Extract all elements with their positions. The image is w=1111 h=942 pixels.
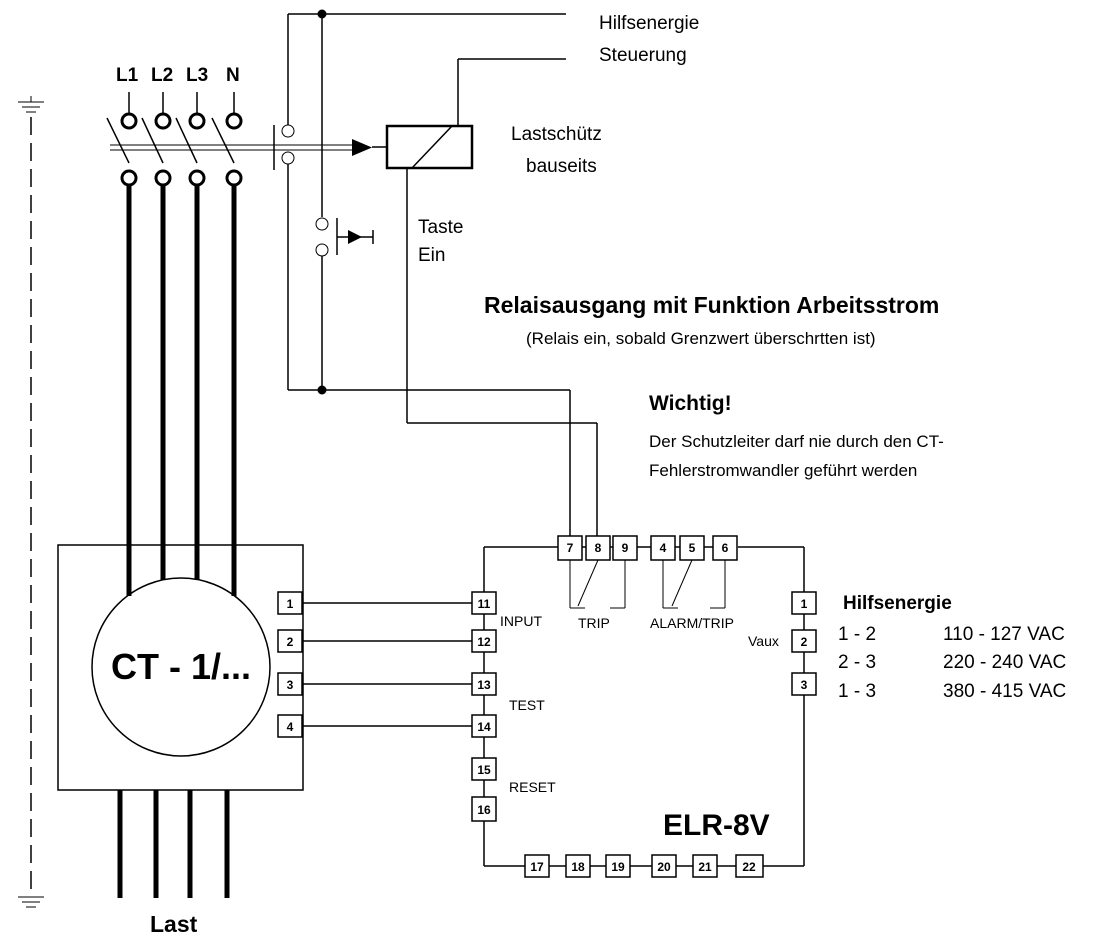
device-name: ELR-8V xyxy=(663,809,770,842)
load-label: Last xyxy=(150,911,198,937)
device-terminal-11: 11 xyxy=(478,597,491,611)
device-terminal-vaux-2: 2 xyxy=(801,635,808,649)
ct-label: CT - 1/... xyxy=(111,646,251,687)
device-terminal-17: 17 xyxy=(530,860,544,874)
important-line-2: Fehlerstromwandler geführt werden xyxy=(649,461,917,480)
label-alarm-trip: ALARM/TRIP xyxy=(650,615,734,631)
important-title: Wichtig! xyxy=(649,392,732,415)
device-terminal-7: 7 xyxy=(567,541,574,555)
device-terminal-vaux-3: 3 xyxy=(801,678,808,692)
device-terminal-15: 15 xyxy=(477,763,491,777)
ct-terminal-2: 2 xyxy=(287,635,294,649)
protective-earth-line xyxy=(18,96,44,908)
device-terminal-21: 21 xyxy=(698,860,712,874)
device-terminal-16: 16 xyxy=(477,803,491,817)
device-terminal-22: 22 xyxy=(742,860,756,874)
ct-terminal-block: 1 2 3 4 xyxy=(277,591,303,738)
ct-signal-wires xyxy=(302,602,472,727)
label-taste: Taste xyxy=(418,217,463,238)
phase-conductors xyxy=(117,186,237,898)
aux-power-table: Hilfsenergie 1 - 2 110 - 127 VAC 2 - 3 2… xyxy=(838,593,1066,702)
label-bauseits: bauseits xyxy=(526,156,597,177)
main-contactor-poles xyxy=(106,92,243,187)
ct-terminal-1: 1 xyxy=(287,597,294,611)
ct-transformer: CT - 1/... xyxy=(57,544,304,791)
ct-terminal-3: 3 xyxy=(287,678,294,692)
device-terminal-12: 12 xyxy=(477,635,491,649)
control-circuit xyxy=(273,9,598,536)
device-terminal-4: 4 xyxy=(660,541,667,555)
device-terminal-6: 6 xyxy=(722,541,729,555)
aux-row-2-voltage: 220 - 240 VAC xyxy=(943,652,1066,673)
label-test: TEST xyxy=(509,697,545,713)
aux-row-2-terminals: 2 - 3 xyxy=(838,652,876,673)
device-terminal-vaux-1: 1 xyxy=(801,597,808,611)
ct-terminal-4: 4 xyxy=(287,720,294,734)
aux-row-3-voltage: 380 - 415 VAC xyxy=(943,681,1066,702)
aux-row-3-terminals: 1 - 3 xyxy=(838,681,876,702)
mechanical-linkage xyxy=(110,139,387,156)
aux-row-1-terminals: 1 - 2 xyxy=(838,624,876,645)
phase-label-l2: L2 xyxy=(151,65,173,86)
device-terminal-18: 18 xyxy=(571,860,585,874)
label-ein: Ein xyxy=(418,245,445,266)
relay-note-subtitle: (Relais ein, sobald Grenzwert überschrtt… xyxy=(526,329,876,348)
device-terminal-14: 14 xyxy=(477,720,491,734)
label-hilfsenergie: Hilfsenergie xyxy=(599,13,699,34)
phase-label-l1: L1 xyxy=(116,65,139,86)
device-terminal-8: 8 xyxy=(595,541,602,555)
device-terminal-13: 13 xyxy=(477,678,491,692)
device-terminal-20: 20 xyxy=(657,860,671,874)
device-terminal-9: 9 xyxy=(622,541,629,555)
label-lastschuetz: Lastschütz xyxy=(511,124,602,145)
label-vaux: Vaux xyxy=(748,633,779,649)
important-line-1: Der Schutzleiter darf nie durch den CT- xyxy=(649,432,944,451)
device-terminal-19: 19 xyxy=(611,860,625,874)
label-steuerung: Steuerung xyxy=(599,45,687,66)
aux-row-1-voltage: 110 - 127 VAC xyxy=(943,624,1065,645)
label-trip: TRIP xyxy=(578,615,610,631)
device-terminal-5: 5 xyxy=(689,541,696,555)
label-input: INPUT xyxy=(500,613,542,629)
label-reset: RESET xyxy=(509,779,556,795)
phase-label-l3: L3 xyxy=(186,65,208,86)
phase-label-n: N xyxy=(226,65,240,86)
aux-power-title: Hilfsenergie xyxy=(843,593,952,614)
relay-note-title: Relaisausgang mit Funktion Arbeitsstrom xyxy=(484,292,939,318)
elr-device: 7 8 9 4 5 6 TRIP ALARM/TRIP 11 12 13 xyxy=(471,535,817,878)
